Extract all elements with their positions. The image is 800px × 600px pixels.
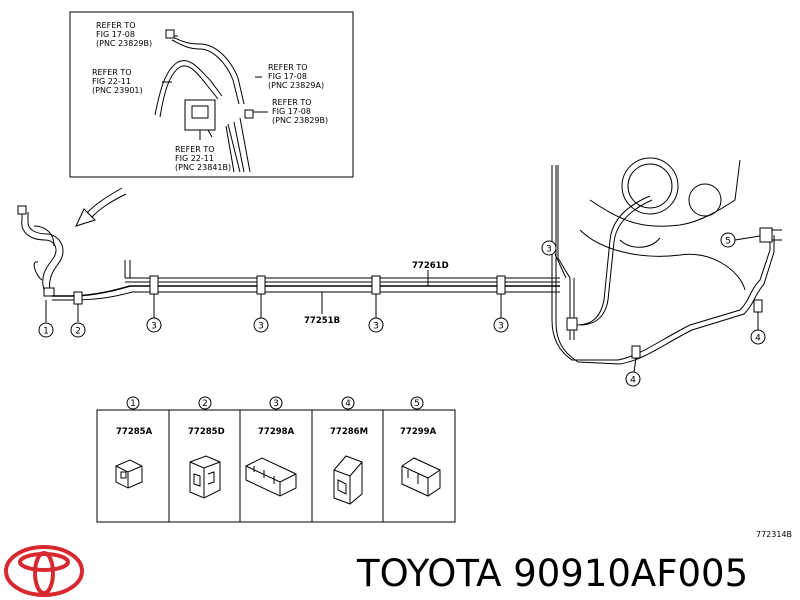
svg-text:5: 5 — [725, 237, 731, 247]
label-77261D: 77261D — [412, 261, 449, 271]
inset-ref-4: REFER TO FIG 17-08 (PNC 23829B) — [272, 98, 328, 125]
clip-part-4: 77286M — [330, 427, 368, 437]
svg-text:2: 2 — [202, 399, 208, 409]
clip-icon-1 — [115, 459, 143, 489]
clip-icon-2 — [189, 455, 221, 499]
inset-ref-1: REFER TO FIG 17-08 (PNC 23829B) — [96, 21, 152, 48]
label-77251B: 77251B — [304, 316, 340, 326]
svg-text:1: 1 — [43, 327, 49, 337]
clip-icon-5 — [401, 457, 441, 497]
clip-table-header-3: 3 — [269, 396, 283, 410]
svg-text:3: 3 — [258, 322, 264, 332]
inset-box: REFER TO FIG 17-08 (PNC 23829B) REFER TO… — [69, 11, 354, 178]
callout-1-left: 1 — [38, 322, 54, 338]
figure-ref: 772314B — [756, 530, 792, 539]
brand-text: TOYOTA 90910AF005 — [356, 552, 748, 595]
clip-table-header-4: 4 — [341, 396, 355, 410]
callout-3-b: 3 — [253, 317, 269, 333]
callout-3-d: 3 — [493, 317, 509, 333]
callouts: 1 2 3 3 3 3 3 4 4 5 — [38, 232, 766, 387]
callout-3-e: 3 — [541, 240, 557, 256]
svg-text:4: 4 — [755, 334, 761, 344]
svg-text:3: 3 — [373, 322, 379, 332]
inset-ref-3: REFER TO FIG 17-08 (PNC 23829A) — [268, 63, 324, 90]
svg-text:3: 3 — [151, 322, 157, 332]
svg-text:5: 5 — [414, 399, 420, 409]
svg-text:2: 2 — [75, 327, 81, 337]
callout-3-c: 3 — [368, 317, 384, 333]
callout-4-b: 4 — [750, 329, 766, 345]
clip-part-5: 77299A — [400, 427, 437, 437]
toyota-logo-icon — [4, 545, 84, 597]
clip-table-header-1: 1 — [126, 396, 140, 410]
clip-table-header-2: 2 — [198, 396, 212, 410]
clip-table: 1 2 3 4 5 77285A 77285D 77298A 77286M 77… — [96, 396, 456, 523]
clip-table-header-5: 5 — [410, 396, 424, 410]
clip-part-1: 77285A — [116, 427, 153, 437]
clip-icon-4 — [333, 455, 363, 505]
callout-4-a: 4 — [625, 371, 641, 387]
clip-part-2: 77285D — [188, 427, 225, 437]
clip-part-3: 77298A — [258, 427, 295, 437]
inset-ref-5: REFER TO FIG 22-11 (PNC 23841B) — [175, 145, 231, 172]
svg-text:3: 3 — [273, 399, 279, 409]
svg-text:4: 4 — [630, 376, 636, 386]
callout-2-left: 2 — [70, 322, 86, 338]
pointer-arrow-icon — [75, 187, 127, 227]
main-pipe-assembly — [17, 157, 782, 365]
callout-3-a: 3 — [146, 317, 162, 333]
inset-ref-2: REFER TO FIG 22-11 (PNC 23901) — [92, 68, 143, 95]
callout-5: 5 — [720, 232, 736, 248]
svg-text:4: 4 — [345, 399, 351, 409]
svg-text:3: 3 — [546, 245, 552, 255]
svg-text:1: 1 — [130, 399, 136, 409]
inset-hose-drawing — [154, 29, 268, 173]
svg-text:3: 3 — [498, 322, 504, 332]
clip-icon-3 — [245, 457, 297, 497]
